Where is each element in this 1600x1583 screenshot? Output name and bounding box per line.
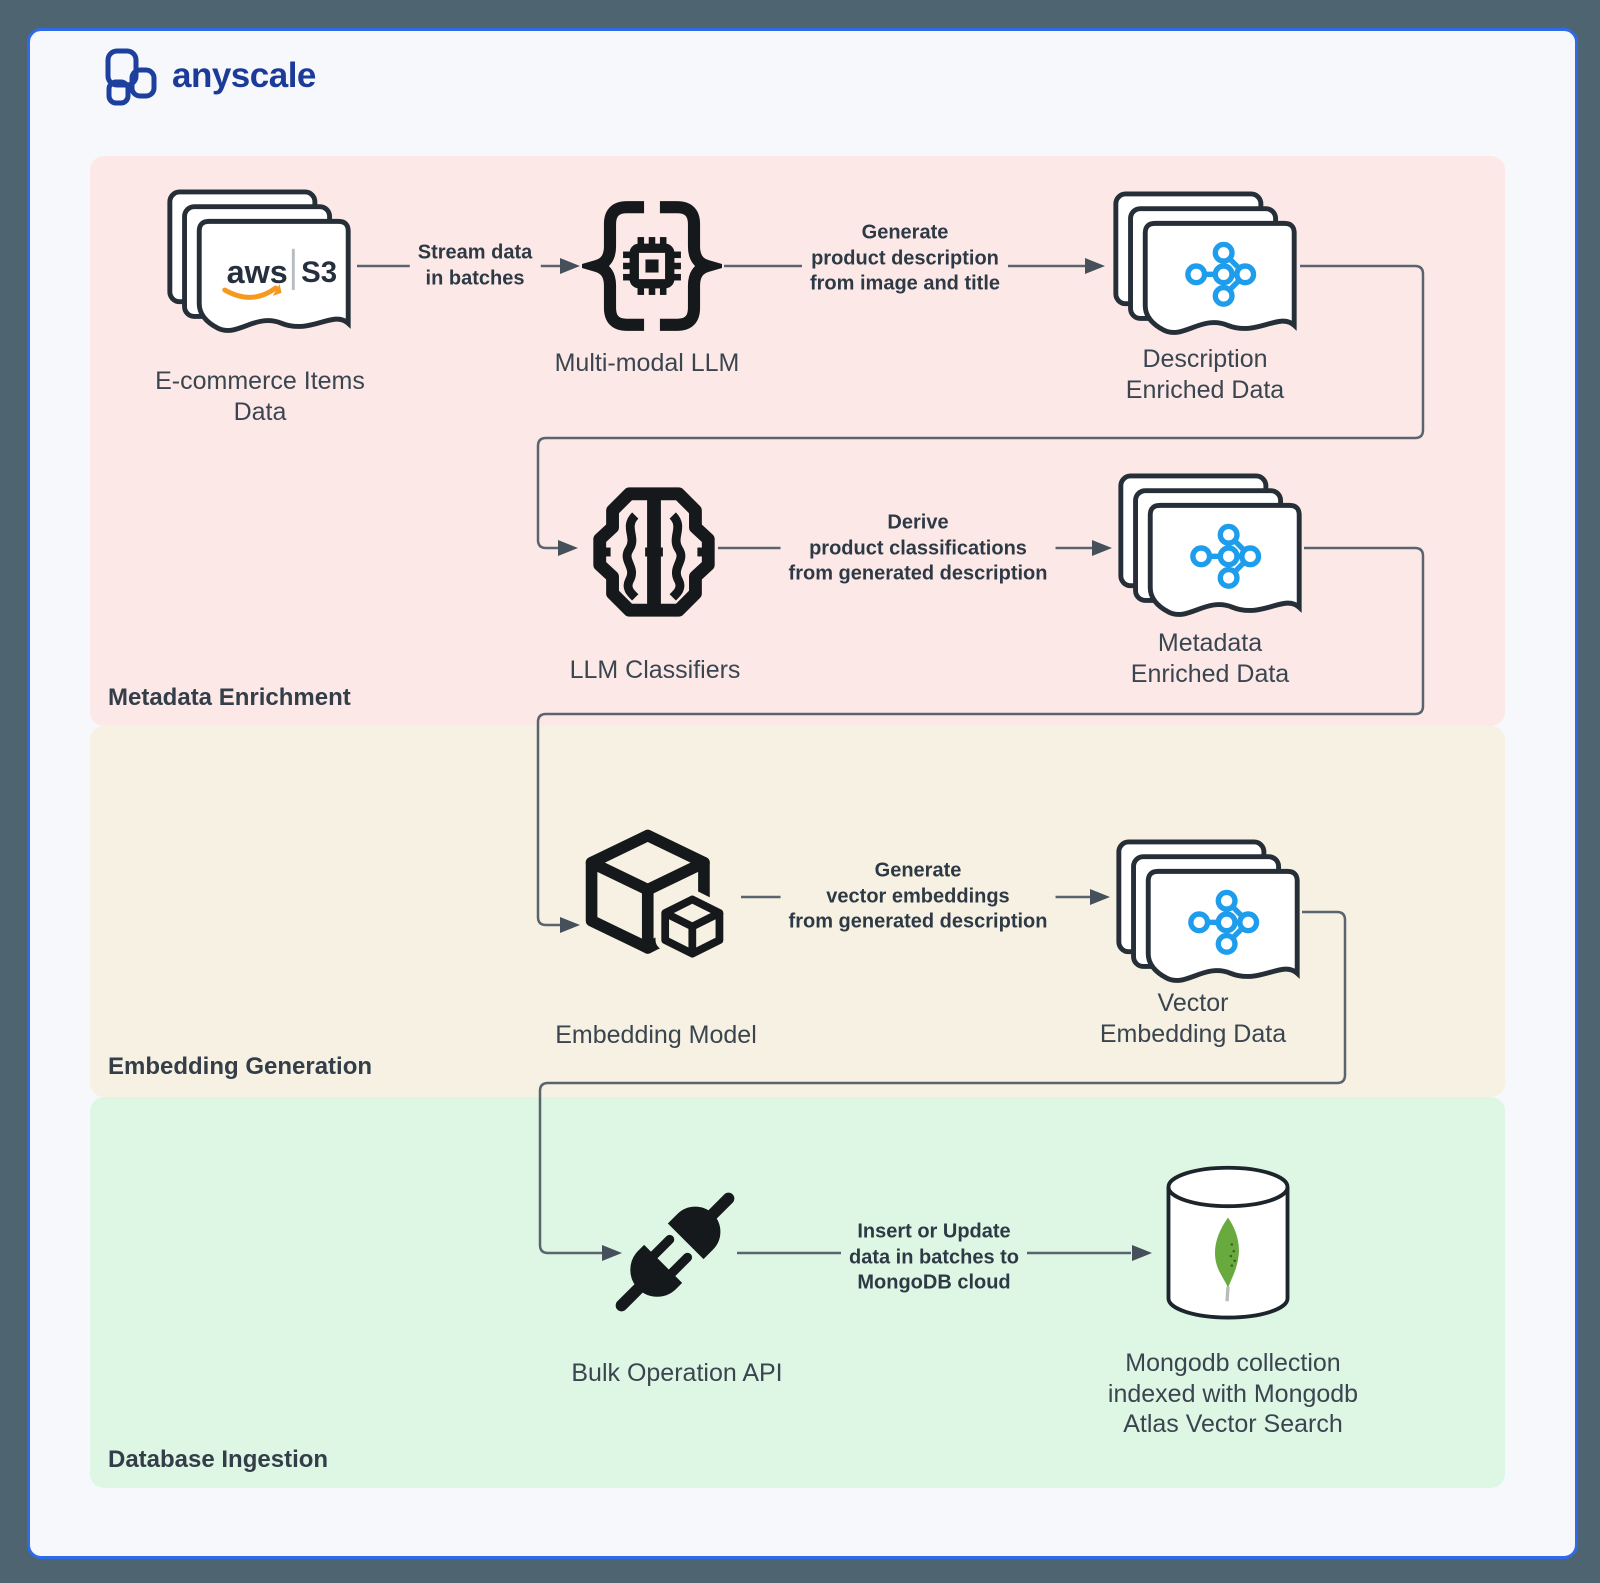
label-bulk-operation-api: Bulk Operation API [571, 1359, 783, 1387]
edge-label-gen-desc: Generate product description from image … [801, 219, 1009, 299]
node-embedding-model [578, 820, 733, 975]
mongodb-database-icon [1166, 1165, 1290, 1320]
label-description-enriched-data: Description Enriched Data [1125, 345, 1285, 404]
edge-label-gen-embed: Generate vector embeddings from generate… [780, 857, 1056, 937]
anyscale-wordmark: anyscale [172, 56, 316, 95]
data-document-stack-icon [1116, 839, 1300, 983]
section-label-embedding: Embedding Generation [108, 1053, 373, 1080]
node-ecommerce-items-data: aws S3 [162, 188, 358, 340]
plug-connector-icon [615, 1192, 735, 1312]
edge-label-derive: Derive product classifications from gene… [780, 509, 1056, 589]
anyscale-logo: anyscale [102, 46, 316, 106]
label-llm-classifiers: LLM Classifiers [569, 656, 741, 684]
node-mongodb-collection [1156, 1162, 1300, 1330]
edge-label-stream: Stream data in batches [409, 239, 541, 293]
node-bulk-operation-api [600, 1168, 750, 1336]
section-label-metadata: Metadata Enrichment [108, 684, 351, 711]
label-metadata-enriched-data: Metadata Enriched Data [1130, 629, 1290, 688]
label-ecommerce-items-data: E-commerce Items Data [155, 367, 365, 426]
label-multimodal-llm: Multi-modal LLM [554, 349, 740, 377]
label-vector-embedding-data: Vector Embedding Data [1099, 989, 1287, 1048]
data-document-stack-icon [1118, 473, 1302, 617]
label-embedding-model: Embedding Model [555, 1021, 757, 1049]
node-llm-classifiers [580, 478, 728, 626]
node-vector-embedding-data [1111, 838, 1307, 990]
section-label-database: Database Ingestion [108, 1446, 329, 1473]
anyscale-logo-icon [105, 48, 157, 106]
multimodal-llm-chip-icon [582, 201, 722, 331]
data-document-stack-icon [1113, 191, 1297, 335]
node-multimodal-llm [582, 196, 722, 336]
node-description-enriched-data [1108, 190, 1304, 342]
edge-label-insert: Insert or Update data in batches to Mong… [840, 1218, 1028, 1298]
aws-smile-swoosh [222, 285, 279, 300]
aws-logo-text: aws [227, 254, 288, 290]
s3-document-stack-icon: aws S3 [167, 189, 351, 333]
embedding-model-cube-icon [585, 829, 730, 964]
llm-classifiers-brain-icon [593, 487, 715, 617]
label-mongodb-collection: Mongodb collection indexed with Mongodb … [1107, 1349, 1359, 1438]
s3-logo-text: S3 [301, 256, 337, 289]
node-metadata-enriched-data [1113, 472, 1309, 624]
